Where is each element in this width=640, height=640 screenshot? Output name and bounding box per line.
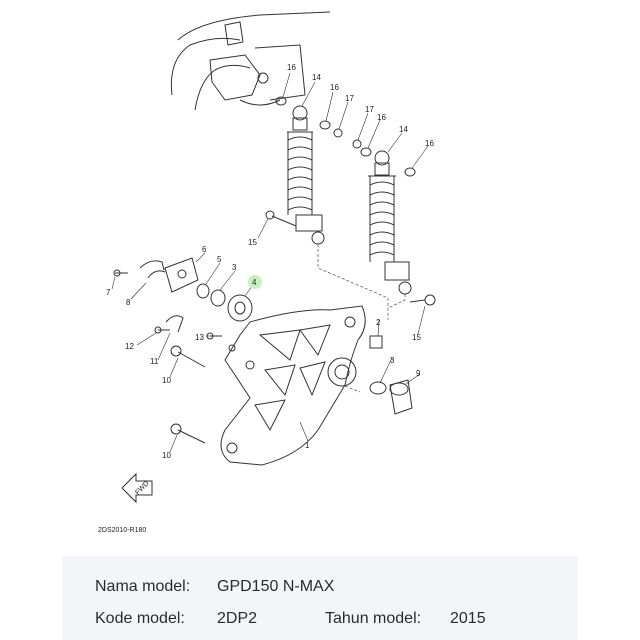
callout-5: 5: [217, 255, 222, 264]
model-year-label: Tahun model:: [325, 610, 422, 627]
callout-3-right: 3: [390, 356, 395, 365]
callout-2: 2: [376, 318, 381, 327]
callout-15-right: 15: [412, 333, 421, 342]
callout-10-upper: 10: [162, 376, 171, 385]
callout-3-left: 3: [232, 263, 237, 272]
callout-8: 8: [126, 298, 131, 307]
callout-11: 11: [150, 357, 159, 366]
collar-oil-seal-bearing: [196, 283, 413, 415]
callout-13: 13: [195, 333, 204, 342]
callout-16-top-left: 16: [287, 63, 296, 72]
model-code-label: Kode model:: [95, 610, 185, 627]
callout-16-top-right: 16: [377, 113, 386, 122]
shock-absorber-left: [287, 105, 325, 245]
swing-arm: [220, 305, 366, 466]
callout-1: 1: [305, 441, 310, 450]
figure-code: 2DS2010-R180: [98, 527, 146, 534]
callout-6: 6: [202, 245, 207, 254]
model-name-label: Nama model:: [95, 578, 191, 595]
selected-part-highlight: [248, 275, 262, 289]
callout-7: 7: [106, 288, 111, 297]
callout-4: 4: [252, 278, 257, 287]
callout-9: 9: [416, 369, 421, 378]
callout-16-top-middle: 16: [330, 83, 339, 92]
shock-absorber-right: [368, 150, 412, 295]
frame-outline: [170, 11, 331, 111]
callout-14-top-right: 14: [399, 125, 408, 134]
bolts: [113, 210, 436, 444]
callout-12: 12: [125, 342, 134, 351]
callout-17-top-left: 17: [345, 94, 354, 103]
parts-exploded-diagram: 16 14 16 17 17 16 14 16 15 6 5 3 4 7 8 2…: [98, 11, 436, 534]
fwd-label: FWD: [134, 480, 150, 496]
callout-17-top-right: 17: [365, 105, 374, 114]
leader-lines: [111, 72, 429, 453]
bracket-and-clip: [139, 257, 199, 333]
washers-and-nuts: [275, 96, 416, 177]
model-info-panel: Nama model: GPD150 N-MAX Kode model: 2DP…: [62, 556, 578, 640]
callout-10-lower: 10: [162, 451, 171, 460]
callout-16-far-right: 16: [425, 139, 434, 148]
model-code-value: 2DP2: [217, 610, 258, 627]
reference-lines: [317, 244, 406, 393]
callout-14-top-left: 14: [312, 73, 321, 82]
model-name-value: GPD150 N-MAX: [217, 578, 335, 595]
fwd-arrow-icon: [121, 472, 153, 504]
model-year-value: 2015: [450, 610, 486, 627]
callout-15-left: 15: [248, 238, 257, 247]
